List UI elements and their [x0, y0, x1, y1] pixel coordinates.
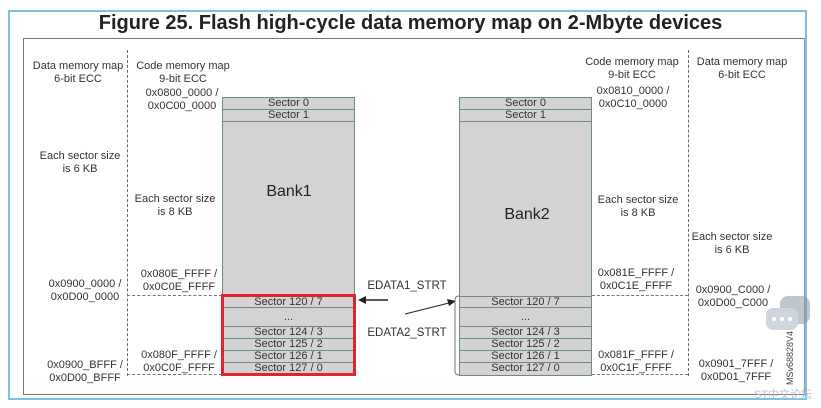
right-code-end-address: 0x081F_FFFF /0x0C1F_FFFF: [598, 349, 674, 374]
watermark: ST中文论坛: [754, 389, 813, 401]
right-edata-line: [592, 295, 688, 296]
bank2-sector-ellipsis: ...: [460, 308, 591, 327]
right-data-start-address: 0x0900_C000 /0x0D00_C000: [695, 284, 771, 309]
bank1-sector-ellipsis: ...: [223, 308, 354, 327]
bank2-sector-127: Sector 127 / 0: [491, 362, 560, 374]
figure-title: Figure 25. Flash high-cycle data memory …: [98, 12, 723, 34]
chat-bubble-icon: [766, 296, 810, 330]
left-data-start-address: 0x0900_0000 /0x0D00_0000: [48, 278, 122, 303]
left-code-edata-address: 0x080E_FFFF /0x0C0E_FFFF: [140, 268, 218, 293]
bank1-block: Sector 0 Sector 1 Sector 120 / 7 ... Sec…: [222, 97, 355, 376]
bank2-sector-0: Sector 0: [460, 98, 591, 110]
page-frame: [8, 10, 807, 400]
right-code-edata-address: 0x081E_FFFF /0x0C1E_FFFF: [597, 267, 675, 292]
edata1-label: EDATA1_STRT: [367, 280, 447, 292]
right-data-end-address: 0x0901_7FFF /0x0D01_7FFF: [698, 358, 774, 384]
bank2-sector-120: Sector 120 / 7: [460, 296, 591, 308]
bank1-sector-1: Sector 1: [223, 110, 354, 122]
bank2-sector-1: Sector 1: [460, 110, 591, 122]
left-data-end-address: 0x0900_BFFF /0x0D00_BFFF: [47, 359, 123, 384]
bank1-sector-124: Sector 124 / 3: [223, 327, 354, 339]
right-code-start-address: 0x0810_0000 /0x0C10_0000: [596, 85, 670, 110]
edata-highlight-box: [221, 294, 356, 376]
right-divider: [688, 50, 689, 376]
edata2-arrow-icon: [404, 299, 456, 315]
figure-id: MSv68828V4: [785, 330, 795, 385]
right-end-line: [592, 374, 688, 375]
bank1-sector-125: Sector 125 / 2: [223, 339, 354, 351]
left-end-line: [127, 374, 222, 375]
bank2-edata-bracket: [454, 295, 460, 376]
bank1-sector-126: Sector 126 / 1: [223, 351, 354, 363]
left-edata-line: [127, 295, 222, 296]
bank2-sector-126: Sector 126 / 1: [460, 351, 591, 363]
bank2-sector-125: Sector 125 / 2: [460, 339, 591, 351]
edata2-label: EDATA2_STRT: [367, 327, 447, 339]
bank2-block: Sector 0 Sector 1 Sector 120 / 7 ... Sec…: [459, 97, 592, 376]
left-divider: [127, 50, 128, 376]
left-code-start-address: 0x0800_0000 /0x0C00_0000: [145, 87, 219, 112]
edata1-arrow-icon: [358, 296, 388, 304]
bank2-sector-124: Sector 124 / 3: [460, 327, 591, 339]
diagram-frame: [23, 38, 805, 395]
bank2-label: Bank2: [504, 206, 550, 223]
bank1-label: Bank1: [266, 183, 312, 200]
bank1-sector-0: Sector 0: [223, 98, 354, 110]
left-code-end-address: 0x080F_FFFF /0x0C0F_FFFF: [141, 349, 217, 374]
bank1-sector-127: Sector 127 / 0: [254, 362, 323, 374]
